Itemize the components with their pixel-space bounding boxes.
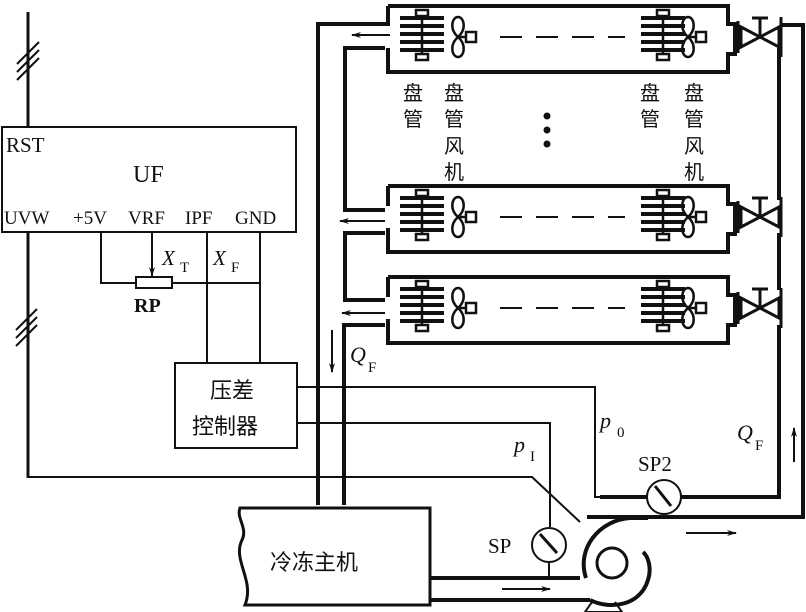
fan-label-char: 风 bbox=[684, 134, 704, 158]
terminal-gnd: GND bbox=[235, 208, 276, 229]
terminal-vrf: VRF bbox=[128, 208, 165, 229]
supply-flow-arrows bbox=[502, 427, 797, 592]
potentiometer-label: RP bbox=[134, 295, 161, 317]
coil-label-char: 盘 bbox=[640, 81, 660, 105]
fan-label-char: 机 bbox=[684, 160, 704, 184]
terminal-5v: +5V bbox=[73, 208, 107, 229]
three-phase-mark-icon bbox=[15, 308, 38, 347]
supply-flow-label: Q F bbox=[737, 420, 763, 454]
svg-text:I: I bbox=[530, 449, 535, 465]
coil-icon bbox=[641, 279, 685, 333]
svg-text:F: F bbox=[755, 438, 763, 454]
fan-coil-unit-2 bbox=[386, 184, 783, 254]
fan-label-char: 管 bbox=[444, 107, 464, 131]
fan-label-char: 风 bbox=[444, 134, 464, 158]
fan-coil-housing bbox=[386, 275, 737, 345]
fan-icon bbox=[681, 286, 708, 330]
pressure-sensor-sp2: SP2 bbox=[638, 452, 682, 518]
coil-label-char: 盘 bbox=[403, 81, 423, 105]
fan-icon bbox=[451, 195, 478, 239]
svg-text:X: X bbox=[161, 246, 176, 270]
potentiometer-rp-icon bbox=[135, 276, 173, 289]
valve-icon bbox=[736, 196, 783, 237]
inverter-uf: RST UF UVW +5V VRF IPF GND bbox=[1, 126, 297, 233]
terminal-ipf: IPF bbox=[185, 208, 212, 229]
chiller-pump-pipes bbox=[430, 576, 590, 602]
svg-text:Q: Q bbox=[350, 342, 366, 367]
fan-coil-housing bbox=[386, 4, 737, 74]
chiller-label: 冷冻主机 bbox=[270, 551, 358, 576]
coil-label-char: 管 bbox=[403, 107, 423, 131]
inverter-input-label: RST bbox=[6, 133, 45, 157]
feedback-signal-label: X F bbox=[212, 246, 239, 276]
controller-label-line2: 控制器 bbox=[192, 415, 258, 440]
fan-icon bbox=[681, 15, 708, 59]
svg-text:F: F bbox=[231, 260, 239, 276]
circulation-pump-icon bbox=[581, 516, 652, 612]
sensor-signal-lines bbox=[297, 386, 648, 527]
pressure-difference-controller: 压差 控制器 bbox=[174, 362, 298, 449]
sensor-sp-label: SP bbox=[488, 534, 511, 558]
inlet-pressure-label: p I bbox=[512, 432, 535, 465]
fan-coil-units bbox=[386, 4, 783, 345]
fan-label-char: 管 bbox=[684, 107, 704, 131]
terminal-uvw: UVW bbox=[4, 208, 49, 229]
fan-label-char: 机 bbox=[444, 160, 464, 184]
fan-coil-housing bbox=[386, 184, 737, 254]
valve-icon bbox=[736, 287, 783, 328]
power-supply-line bbox=[15, 12, 581, 523]
fan-icon bbox=[681, 195, 708, 239]
svg-text:F: F bbox=[368, 360, 376, 376]
coil-icon bbox=[641, 8, 685, 62]
fan-icon bbox=[451, 15, 478, 59]
potentiometer-circuit bbox=[100, 232, 261, 362]
inverter-name: UF bbox=[133, 162, 164, 188]
fan-coil-labels: 盘 管 盘 管 风 机 盘 管 盘 管 风 机 bbox=[403, 81, 704, 184]
return-pipes bbox=[316, 6, 390, 505]
sensor-sp2-label: SP2 bbox=[638, 452, 672, 476]
fan-coil-unit-3 bbox=[386, 275, 783, 345]
valve-icon bbox=[736, 16, 783, 57]
controller-label-line1: 压差 bbox=[210, 379, 254, 404]
fan-label-char: 盘 bbox=[684, 81, 704, 105]
pressure-sensor-sp: SP bbox=[488, 527, 567, 578]
svg-text:p: p bbox=[512, 432, 525, 457]
fan-label-char: 盘 bbox=[444, 81, 464, 105]
setpoint-signal-label: X T bbox=[161, 246, 189, 276]
outlet-pressure-label: p 0 bbox=[598, 408, 625, 441]
svg-text:X: X bbox=[212, 246, 227, 270]
coil-icon bbox=[641, 188, 685, 242]
coil-icon bbox=[400, 8, 444, 62]
svg-text:Q: Q bbox=[737, 420, 753, 445]
coil-icon bbox=[400, 279, 444, 333]
ellipsis-dots-icon bbox=[543, 112, 551, 148]
svg-text:p: p bbox=[598, 408, 611, 433]
coil-label-char: 管 bbox=[640, 107, 660, 131]
chiller-unit: 冷冻主机 bbox=[237, 506, 432, 607]
fan-icon bbox=[451, 286, 478, 330]
return-flow-arrows bbox=[329, 32, 390, 373]
svg-text:T: T bbox=[180, 260, 189, 276]
return-flow-label: Q F bbox=[350, 342, 376, 376]
fan-coil-unit-1 bbox=[386, 4, 783, 74]
svg-text:0: 0 bbox=[617, 425, 625, 441]
coil-icon bbox=[400, 188, 444, 242]
three-phase-mark-icon bbox=[16, 41, 40, 81]
